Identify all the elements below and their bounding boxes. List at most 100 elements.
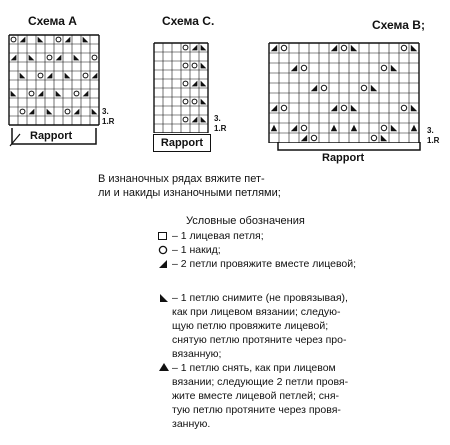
k2tog-symbol <box>270 44 278 52</box>
legend-item-4-line-3: щую петлю провяжите лицевой; <box>172 320 329 332</box>
yarn-over-symbol <box>37 72 44 79</box>
legend-item-5-line-5: занную. <box>172 418 211 430</box>
k2tog-symbol <box>330 44 338 52</box>
legend-item-5-line-2: вязании; следующие 2 петли провя- <box>172 376 349 388</box>
legend-item-5-line-1: – 1 петлю снять, как при лицевом <box>172 362 336 374</box>
k2tog-symbol <box>330 104 338 112</box>
yarn-over-symbol <box>82 72 89 79</box>
sk2p-symbol <box>330 124 338 132</box>
intro-line-1: В изнаночных рядах вяжите пет- <box>98 173 265 185</box>
yarn-over-symbol <box>10 36 17 43</box>
ssk-symbol <box>390 64 398 72</box>
chart-b-row-label-bottom: 1.R <box>427 136 440 145</box>
sk2p-symbol <box>410 124 418 132</box>
k2tog-symbol <box>191 80 198 87</box>
yarn-over-symbol <box>300 124 308 132</box>
yarn-over-symbol <box>340 104 348 112</box>
ssk-symbol <box>200 62 207 69</box>
chart-c-title: Схема С. <box>162 14 215 28</box>
legend-item-4-line-5: вязанную; <box>172 348 222 360</box>
chart-a-title: Схема А <box>28 14 77 28</box>
k2tog-symbol <box>270 104 278 112</box>
ssk-symbol <box>350 44 358 52</box>
ssk-symbol <box>410 44 418 52</box>
k2tog-symbol <box>191 116 198 123</box>
k2tog-symbol <box>64 36 71 43</box>
ssk-symbol <box>46 108 53 115</box>
chart-a-row-label-bottom: 1.R <box>102 117 115 126</box>
yarn-over-symbol <box>191 98 198 105</box>
yarn-over-symbol <box>300 64 308 72</box>
k2tog-symbol <box>290 124 298 132</box>
ssk-symbol <box>55 90 62 97</box>
ssk-symbol <box>73 54 80 61</box>
chart-c-row-label-bottom: 1.R <box>214 124 227 133</box>
sk2p-symbol <box>270 124 278 132</box>
legend-item-1-line-1: – 1 лицевая петля; <box>172 230 264 242</box>
yarn-over-symbol <box>64 108 71 115</box>
yarn-over-symbol <box>182 80 189 87</box>
legend-item-4-line-2: как при лицевом вязании; следую- <box>172 306 341 318</box>
yarn-over-symbol <box>73 90 80 97</box>
ssk-symbol <box>19 72 26 79</box>
yarn-over-symbol <box>182 98 189 105</box>
k2tog-symbol <box>310 84 318 92</box>
legend-title: Условные обозначения <box>186 215 305 227</box>
ssk-symbol <box>82 36 89 43</box>
chart-b-row-label-top: 3. <box>427 126 434 135</box>
yarn-over-symbol <box>400 44 408 52</box>
chart-c-row-label-top: 3. <box>214 114 221 123</box>
square-icon <box>158 232 167 240</box>
chart-b-grid <box>268 42 420 143</box>
chart-b-rapport-bracket <box>277 142 421 151</box>
ssk-symbol <box>200 44 207 51</box>
legend-item-5-line-4: тую петлю протяните через провя- <box>172 404 341 416</box>
chart-a-grid <box>8 34 100 126</box>
chart-b-title: Схема В; <box>372 18 425 32</box>
chart-c-rapport-box: Rapport <box>153 134 211 152</box>
chart-c-rapport-label: Rapport <box>160 137 204 149</box>
ssk-symbol <box>370 84 378 92</box>
chart-a-row-label-top: 3. <box>102 107 109 116</box>
k2tog-symbol <box>10 54 17 61</box>
k2tog-symbol <box>290 64 298 72</box>
yarn-over-symbol <box>91 54 98 61</box>
yarn-over-symbol <box>370 134 378 142</box>
chart-b-rapport-label: Rapport <box>322 152 365 164</box>
legend-item-5-line-3: жите вместе лицевой петлей; сня- <box>172 390 340 402</box>
yarn-over-symbol <box>340 44 348 52</box>
chart-a-rapport-bracket <box>9 128 97 147</box>
legend-item-3-text: – 2 петли провяжите вместе лицевой; <box>172 258 357 270</box>
ssk-symbol <box>28 54 35 61</box>
yarn-over-symbol <box>400 104 408 112</box>
k2tog-symbol <box>73 108 80 115</box>
yarn-over-symbol <box>360 84 368 92</box>
ssk-symbol <box>10 90 17 97</box>
ssk-symbol <box>350 104 358 112</box>
ssk-symbol <box>380 134 388 142</box>
yarn-over-symbol <box>380 64 388 72</box>
ssk-symbol <box>390 124 398 132</box>
yarn-over-symbol <box>280 104 288 112</box>
yarn-over-symbol <box>182 62 189 69</box>
ssk-symbol <box>64 72 71 79</box>
yarn-over-symbol <box>55 36 62 43</box>
ssk-symbol <box>37 36 44 43</box>
yarn-over-symbol <box>28 90 35 97</box>
legend-item-2-line-1: – 1 накид; <box>172 244 221 256</box>
yarn-over-symbol <box>19 108 26 115</box>
ssk-symbol <box>200 116 207 123</box>
triangle-up-icon <box>159 363 169 371</box>
chart-a-rapport-label: Rapport <box>30 130 73 142</box>
ssk-symbol <box>200 80 207 87</box>
k2tog-symbol <box>46 72 53 79</box>
legend-item-4-line-4: снятую петлю протяните через про- <box>172 334 347 346</box>
ssk-symbol <box>410 104 418 112</box>
k2tog-symbol <box>55 54 62 61</box>
k2tog-symbol <box>91 72 98 79</box>
yarn-over-symbol <box>182 44 189 51</box>
chart-c-grid <box>153 42 209 133</box>
triangle-left-icon <box>160 294 168 302</box>
yarn-over-symbol <box>380 124 388 132</box>
k2tog-symbol <box>191 44 198 51</box>
